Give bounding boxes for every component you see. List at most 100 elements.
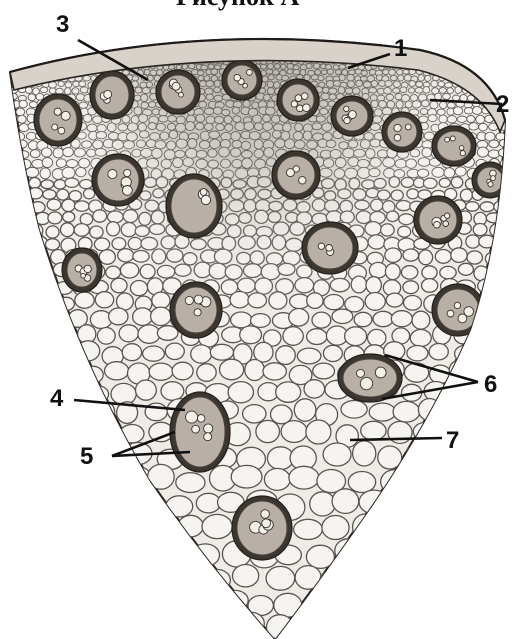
- parenchyma-cell: [494, 311, 512, 329]
- vascular-bundle: [232, 496, 292, 560]
- parenchyma-cell: [0, 593, 20, 615]
- parenchyma-cell: [426, 33, 432, 38]
- parenchyma-cell: [49, 49, 54, 54]
- parenchyma-cell: [86, 27, 92, 32]
- vascular-bundle: [414, 196, 462, 244]
- parenchyma-cell: [0, 447, 17, 472]
- parenchyma-cell: [95, 33, 100, 37]
- parenchyma-cell: [499, 59, 504, 64]
- parenchyma-cell: [359, 33, 365, 38]
- parenchyma-cell: [151, 33, 157, 39]
- parenchyma-cell: [495, 381, 512, 403]
- parenchyma-cell: [33, 519, 59, 545]
- parenchyma-cell: [498, 38, 503, 43]
- parenchyma-cell: [14, 54, 20, 58]
- parenchyma-cell: [353, 33, 359, 38]
- vascular-bundle: [170, 282, 222, 338]
- parenchyma-cell: [79, 28, 85, 33]
- parenchyma-cell: [236, 33, 242, 38]
- parenchyma-cell: [159, 37, 165, 42]
- parenchyma-cell: [55, 39, 61, 43]
- parenchyma-cell: [444, 403, 467, 425]
- parenchyma-cell: [429, 27, 435, 31]
- parenchyma-cell: [469, 43, 475, 49]
- parenchyma-cell: [310, 32, 316, 37]
- parenchyma-cell: [323, 33, 329, 38]
- parenchyma-cell: [356, 37, 362, 42]
- vascular-bundle: [382, 112, 422, 152]
- parenchyma-cell: [473, 59, 479, 64]
- parenchyma-cell: [491, 37, 497, 43]
- parenchyma-cell: [6, 65, 12, 70]
- parenchyma-cell: [414, 44, 420, 49]
- parenchyma-cell: [175, 33, 181, 38]
- parenchyma-cell: [42, 38, 48, 44]
- parenchyma-cell: [113, 43, 119, 48]
- parenchyma-cell: [435, 37, 441, 43]
- parenchyma-cell: [0, 81, 5, 87]
- parenchyma-cell: [468, 404, 491, 422]
- parenchyma-cell: [387, 28, 393, 33]
- parenchyma-cell: [15, 264, 32, 277]
- parenchyma-cell: [295, 28, 301, 33]
- parenchyma-cell: [332, 27, 338, 32]
- parenchyma-cell: [37, 467, 62, 492]
- parenchyma-cell: [411, 27, 418, 33]
- parenchyma-cell: [64, 43, 69, 47]
- parenchyma-cell: [30, 325, 50, 342]
- parenchyma-cell: [0, 101, 3, 108]
- vascular-bundle: [222, 60, 262, 100]
- parenchyma-cell: [126, 32, 132, 37]
- parenchyma-cell: [434, 612, 464, 636]
- parenchyma-cell: [495, 33, 502, 38]
- parenchyma-cell: [479, 59, 486, 65]
- parenchyma-cell: [505, 170, 512, 180]
- parenchyma-cell: [419, 37, 424, 42]
- parenchyma-cell: [21, 54, 27, 58]
- parenchyma-cell: [0, 514, 2, 539]
- parenchyma-cell: [92, 27, 98, 32]
- parenchyma-cell: [466, 59, 472, 64]
- parenchyma-cell: [408, 34, 413, 39]
- parenchyma-cell: [153, 28, 159, 33]
- parenchyma-cell: [9, 54, 15, 59]
- parenchyma-cell: [504, 69, 511, 74]
- parenchyma-cell: [498, 69, 504, 75]
- parenchyma-cell: [194, 591, 220, 611]
- parenchyma-cell: [0, 55, 2, 59]
- vascular-bundle: [432, 126, 476, 166]
- parenchyma-cell: [506, 82, 512, 89]
- parenchyma-cell: [30, 49, 35, 53]
- parenchyma-cell: [457, 33, 463, 38]
- parenchyma-cell: [45, 32, 51, 37]
- parenchyma-cell: [294, 615, 319, 639]
- parenchyma-cell: [106, 543, 136, 566]
- parenchyma-cell: [24, 48, 30, 53]
- parenchyma-cell: [495, 53, 500, 58]
- parenchyma-cell: [264, 27, 270, 32]
- parenchyma-cell: [375, 27, 380, 33]
- parenchyma-cell: [500, 44, 507, 49]
- parenchyma-cell: [478, 70, 484, 76]
- parenchyma-cell: [4, 188, 17, 197]
- parenchyma-cell: [502, 249, 512, 262]
- parenchyma-cell: [493, 263, 509, 277]
- parenchyma-cell: [455, 38, 461, 43]
- parenchyma-cell: [292, 33, 299, 37]
- parenchyma-cell: [380, 564, 410, 590]
- parenchyma-cell: [375, 37, 381, 42]
- parenchyma-cell: [160, 542, 188, 565]
- parenchyma-cell: [460, 48, 466, 52]
- parenchyma-cell: [464, 32, 470, 38]
- parenchyma-cell: [128, 38, 133, 44]
- parenchyma-cell: [176, 617, 200, 639]
- parenchyma-cell: [45, 43, 51, 49]
- parenchyma-cell: [0, 223, 13, 237]
- vascular-bundle: [338, 354, 402, 402]
- parenchyma-cell: [476, 54, 482, 59]
- parenchyma-cell: [494, 420, 512, 441]
- parenchyma-cell: [490, 82, 497, 88]
- parenchyma-cell: [457, 53, 463, 58]
- parenchyma-cell: [437, 48, 443, 53]
- label-7: 7: [446, 427, 459, 454]
